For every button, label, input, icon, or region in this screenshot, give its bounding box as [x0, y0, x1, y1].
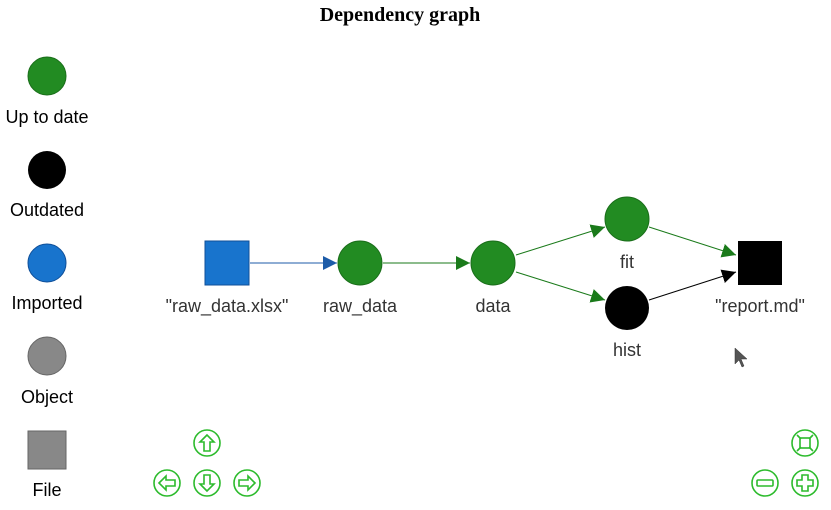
node-label: data	[475, 296, 511, 316]
file-node-shape[interactable]	[738, 241, 782, 285]
node-label: "raw_data.xlsx"	[166, 296, 289, 317]
node-data[interactable]: data	[470, 240, 516, 316]
object-swatch	[27, 336, 67, 376]
pan-down-button[interactable]	[193, 469, 221, 497]
arrow-left-icon	[157, 474, 176, 492]
node-hist[interactable]: hist	[605, 286, 649, 360]
object-node-shape[interactable]	[470, 240, 516, 286]
legend-item-outdated: Outdated	[10, 151, 84, 220]
zoom-fit-button[interactable]	[791, 429, 819, 457]
legend: Up to date Outdated Imported Object File	[5, 56, 89, 500]
file-node-shape[interactable]	[204, 240, 250, 286]
plus-icon	[796, 474, 814, 492]
imported-swatch	[27, 243, 67, 283]
zoom-out-button[interactable]	[751, 469, 779, 497]
pan-left-button[interactable]	[153, 469, 181, 497]
zoom-in-button[interactable]	[791, 469, 819, 497]
edge-fit-to-report	[648, 226, 737, 258]
pan-up-button[interactable]	[193, 429, 221, 457]
navigation-controls	[153, 429, 819, 497]
fit-to-screen-icon	[796, 434, 814, 452]
node-fit[interactable]: fit	[604, 196, 650, 272]
legend-item-file: File	[27, 430, 67, 500]
legend-item-up-to-date: Up to date	[5, 56, 89, 127]
legend-label: Imported	[11, 293, 82, 313]
node-label: hist	[613, 340, 641, 360]
object-node-shape[interactable]	[604, 196, 650, 242]
legend-item-object: Object	[21, 336, 73, 407]
object-node-shape[interactable]	[605, 286, 649, 330]
up-to-date-swatch	[27, 56, 67, 96]
node-label: "report.md"	[715, 296, 805, 316]
arrow-up-icon	[198, 433, 216, 452]
edge-hist-to-report	[648, 269, 737, 301]
pan-right-button[interactable]	[233, 469, 261, 497]
node-raw-data[interactable]: raw_data	[323, 240, 398, 317]
legend-label: Up to date	[5, 107, 88, 127]
legend-label: File	[32, 480, 61, 500]
legend-item-imported: Imported	[11, 243, 83, 313]
file-swatch	[27, 430, 67, 470]
legend-label: Object	[21, 387, 73, 407]
edge-data-to-hist	[515, 271, 606, 303]
legend-label: Outdated	[10, 200, 84, 220]
arrow-down-icon	[198, 474, 216, 493]
edge-data-to-fit	[515, 224, 606, 256]
node-label: raw_data	[323, 296, 398, 317]
graph-title: Dependency graph	[319, 4, 481, 26]
node-label: fit	[620, 252, 634, 272]
nodes: "raw_data.xlsx" raw_data data fit hist "…	[166, 196, 805, 360]
mouse-cursor-icon	[734, 347, 748, 368]
arrow-right-icon	[238, 474, 257, 492]
outdated-swatch	[28, 151, 66, 189]
node-raw-data-xlsx[interactable]: "raw_data.xlsx"	[166, 240, 289, 317]
minus-icon	[756, 479, 774, 487]
edges	[250, 224, 737, 303]
node-report-md[interactable]: "report.md"	[715, 241, 805, 316]
object-node-shape[interactable]	[337, 240, 383, 286]
